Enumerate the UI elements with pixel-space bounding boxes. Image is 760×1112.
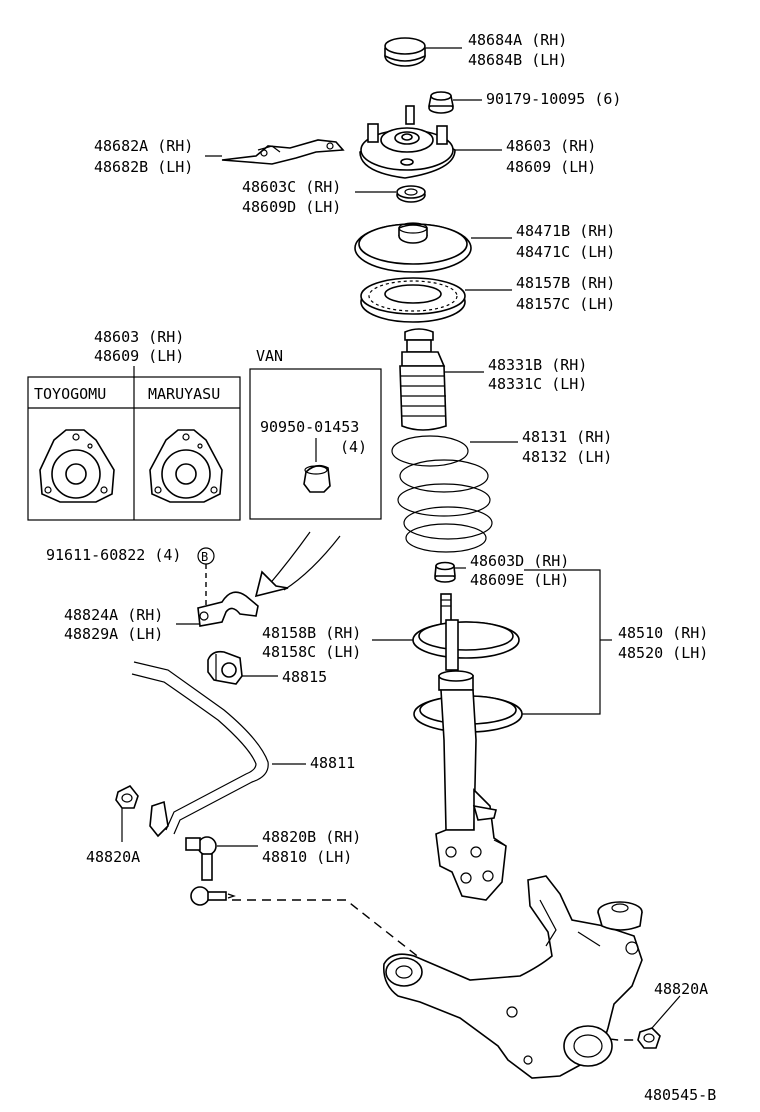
stabilizer-bushing — [207, 650, 243, 685]
pointer-arrow — [254, 531, 341, 598]
label-plate-rh: 48682A (RH) — [94, 137, 193, 155]
label-insulator-lh: 48471C (LH) — [516, 243, 615, 261]
inset-maker-box: TOYOGOMU MARUYASU — [27, 376, 241, 521]
label-absorber-lh: 48520 (LH) — [618, 644, 708, 662]
support-plate — [221, 139, 345, 165]
inset-van-qty: (4) — [340, 438, 367, 456]
leader-nut-right — [651, 995, 681, 1029]
stabilizer-bar — [131, 661, 269, 838]
label-nut-mid-rh: 48603D (RH) — [470, 552, 569, 570]
label-link-lh: 48810 (LH) — [262, 848, 352, 866]
label-cap-rh: 48684A (RH) — [468, 31, 567, 49]
inset-title-toyogomu: TOYOGOMU — [34, 385, 106, 403]
link-nut-left — [115, 784, 139, 809]
inset-van-title: VAN — [256, 347, 283, 365]
shock-absorber — [412, 593, 523, 901]
label-bushing: 48815 — [282, 668, 327, 686]
label-collar-rh: 48603C (RH) — [242, 178, 341, 196]
label-nut-right: 48820A — [654, 980, 708, 998]
link-nut-right — [637, 1027, 661, 1049]
inset-title-maruyasu: MARUYASU — [148, 385, 220, 403]
diagram-id: 480545-B — [644, 1086, 716, 1104]
label-support-lh: 48609 (LH) — [506, 158, 596, 176]
flange-nut-top — [428, 91, 454, 114]
label-nut-top: 90179-10095 (6) — [486, 90, 621, 108]
label-support-rh: 48603 (RH) — [506, 137, 596, 155]
coil-spring — [391, 435, 493, 553]
flange-nut-mid — [434, 561, 456, 583]
spring-insulator — [354, 222, 472, 273]
label-link-rh: 48820B (RH) — [262, 828, 361, 846]
strut-cap — [384, 37, 426, 67]
label-nut-left: 48820A — [86, 848, 140, 866]
support-collar — [396, 185, 426, 203]
label-bumper-rh: 48331B (RH) — [488, 356, 587, 374]
label-cap-lh: 48684B (LH) — [468, 51, 567, 69]
spring-bumper — [399, 328, 447, 431]
label-collar-lh: 48609D (LH) — [242, 198, 341, 216]
leader-absorber — [522, 569, 601, 715]
label-bearing-rh: 48157B (RH) — [516, 274, 615, 292]
steering-knuckle — [382, 875, 643, 1079]
stabilizer-bracket — [197, 591, 259, 627]
van-bolt-icon — [303, 464, 331, 493]
label-spring-seat-rh: 48158B (RH) — [262, 624, 361, 642]
strut-support — [359, 105, 456, 179]
label-bearing-lh: 48157C (LH) — [516, 295, 615, 313]
label-spring-lh: 48132 (LH) — [522, 448, 612, 466]
label-absorber-rh: 48510 (RH) — [618, 624, 708, 642]
label-inset-support-rh: 48603 (RH) — [94, 328, 184, 346]
label-bracket-lh: 48829A (LH) — [64, 625, 163, 643]
stabilizer-link — [185, 836, 236, 906]
label-nut-mid-lh: 48609E (LH) — [470, 571, 569, 589]
label-inset-support-lh: 48609 (LH) — [94, 347, 184, 365]
label-bumper-lh: 48331C (LH) — [488, 375, 587, 393]
inset-van-part: 90950-01453 — [260, 418, 359, 436]
label-bracket-rh: 48824A (RH) — [64, 606, 163, 624]
label-plate-lh: 48682B (LH) — [94, 158, 193, 176]
label-spring-seat-lh: 48158C (LH) — [262, 643, 361, 661]
label-spring-rh: 48131 (RH) — [522, 428, 612, 446]
inset-van-box: 90950-01453 (4) — [249, 368, 382, 520]
strut-bearing — [360, 277, 466, 323]
label-bar: 48811 — [310, 754, 355, 772]
label-insulator-rh: 48471B (RH) — [516, 222, 615, 240]
label-bolt-b: 91611-60822 (4) — [46, 546, 181, 564]
ref-b-letter: B — [201, 550, 208, 564]
